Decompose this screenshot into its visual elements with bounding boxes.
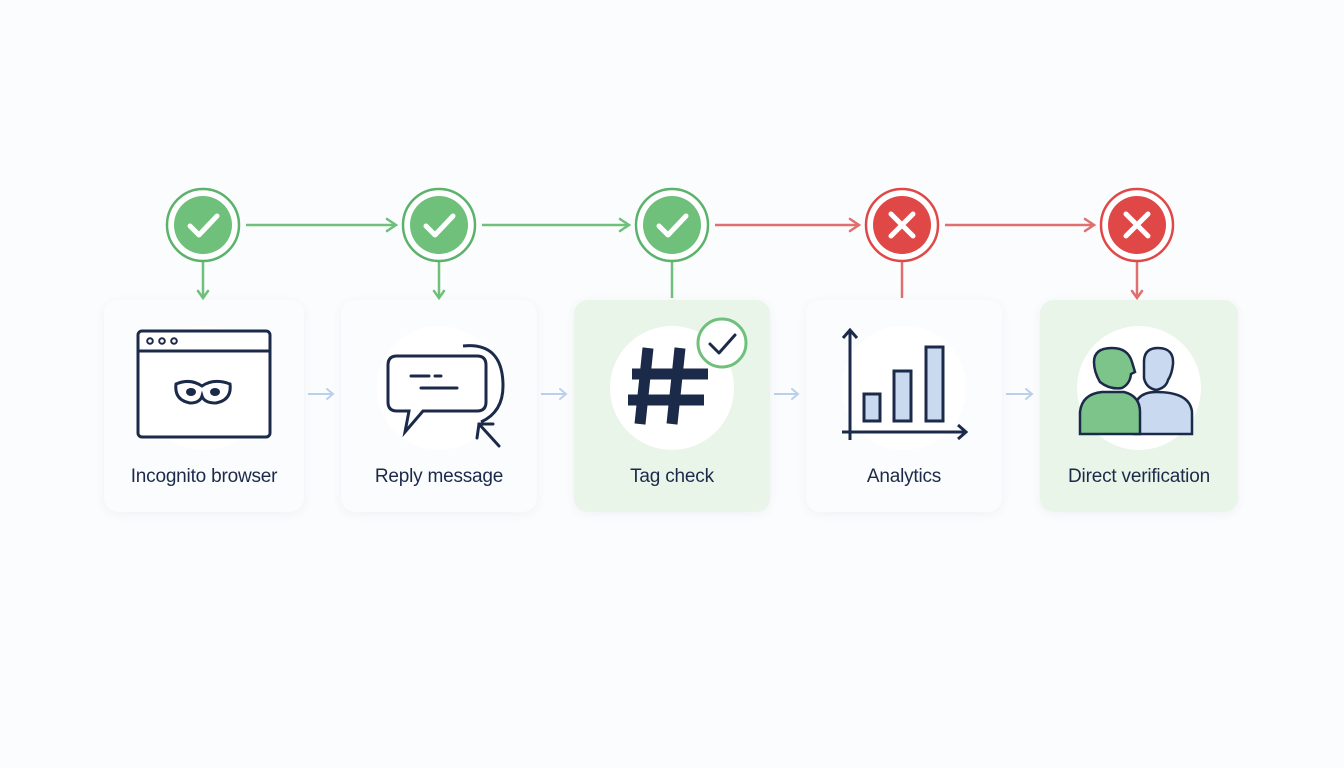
check-mark-icon: [656, 213, 689, 238]
step-label: Analytics: [866, 466, 942, 487]
step-card-incognito-browser: Incognito browser: [104, 300, 304, 512]
drop-arrow-head: [1130, 289, 1144, 301]
success-badge-fill: [643, 196, 701, 254]
reply-message-icon: [386, 344, 505, 448]
drop-arrow-head: [196, 289, 210, 301]
success-badge-fill: [410, 196, 468, 254]
status-arrow-head: [618, 217, 632, 233]
status-arrow-head: [385, 217, 399, 233]
two-people-icon: [1078, 346, 1194, 436]
step-card-direct-verification: Direct verification: [1040, 300, 1238, 512]
step-label: Incognito browser: [130, 466, 278, 487]
success-badge-fill: [174, 196, 232, 254]
check-mark-icon: [423, 213, 456, 238]
status-arrow-head: [1083, 217, 1097, 233]
status-arrow-head: [848, 217, 862, 233]
step-label: Tag check: [630, 466, 714, 487]
card-connector-head: [326, 388, 335, 400]
step-label: Reply message: [374, 466, 504, 487]
step-label: Direct verification: [1068, 466, 1210, 487]
x-mark-icon: [888, 211, 916, 239]
drop-arrow-head: [432, 289, 446, 301]
card-connector-head: [1025, 388, 1034, 400]
incognito-browser-icon: [136, 329, 272, 439]
check-mark-icon: [187, 213, 220, 238]
step-card-reply-message: Reply message: [341, 300, 537, 512]
card-connector-head: [559, 388, 568, 400]
bar-chart-icon: [841, 327, 969, 441]
card-connector-head: [791, 388, 800, 400]
step-card-tag-check: Tag check: [574, 300, 770, 512]
step-card-analytics: Analytics: [806, 300, 1002, 512]
x-mark-icon: [1123, 211, 1151, 239]
hashtag-check-icon: [628, 317, 748, 425]
